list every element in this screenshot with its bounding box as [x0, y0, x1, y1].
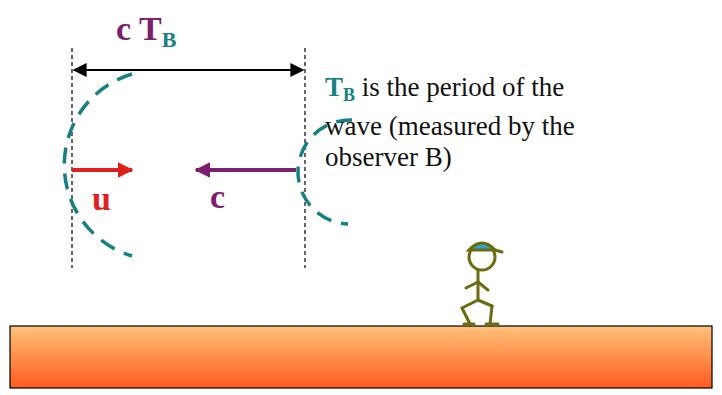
- velocity-label: u: [92, 182, 111, 216]
- note-body: is the period of the wave (measured by t…: [325, 72, 575, 172]
- dimension-text: c T: [116, 10, 162, 47]
- ground: [10, 326, 712, 388]
- wave-front: [64, 74, 132, 256]
- dimension-label: c TB: [116, 12, 176, 51]
- guide-line: [71, 48, 72, 268]
- subscript: B: [162, 27, 177, 52]
- velocity-label: c: [210, 180, 225, 214]
- velocity-arrow: [196, 168, 296, 172]
- note-text: TB is the period of the wave (measured b…: [325, 72, 607, 173]
- dimension-arrow: [74, 69, 303, 71]
- symbol: T: [325, 72, 343, 102]
- observer-figure: [462, 243, 502, 324]
- subscript: B: [343, 85, 355, 105]
- velocity-arrow: [72, 168, 132, 172]
- guide-line: [304, 48, 305, 268]
